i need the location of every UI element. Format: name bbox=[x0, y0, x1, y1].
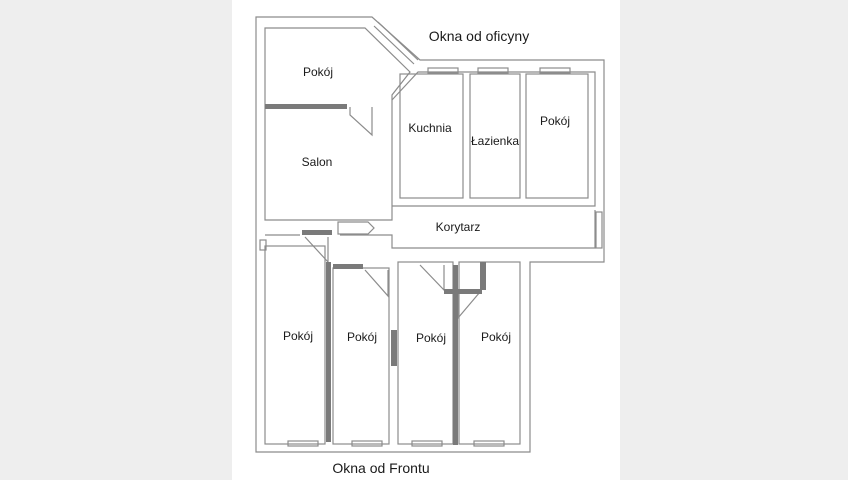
window-bottom-4 bbox=[473, 440, 505, 447]
window-right-side bbox=[595, 211, 603, 249]
room-bottom-1-outline bbox=[264, 245, 326, 445]
room-label-kitchen: Kuchnia bbox=[408, 121, 452, 135]
wall-bottom-divider-2 bbox=[333, 264, 363, 269]
window-bottom-2 bbox=[351, 440, 383, 447]
caption-top: Okna od oficyny bbox=[428, 28, 530, 44]
window-top-2 bbox=[477, 67, 509, 74]
wall-corridor-stub bbox=[302, 230, 332, 235]
kitchen-outline bbox=[399, 73, 464, 199]
wall-bottom-divider-3 bbox=[391, 330, 397, 366]
room-label-bathroom: Łazienka bbox=[470, 134, 520, 148]
room-label-corridor: Korytarz bbox=[435, 220, 481, 234]
window-bottom-1 bbox=[287, 440, 319, 447]
inner-wall-top-rooms bbox=[391, 71, 596, 207]
door-swing-bottom-2 bbox=[364, 269, 389, 298]
wall-bottom-divider-1 bbox=[326, 262, 331, 442]
room-top-right-outline bbox=[525, 73, 589, 199]
door-swing-top-left bbox=[349, 107, 373, 137]
room-label-top-right: Pokój bbox=[539, 114, 571, 128]
window-bottom-3 bbox=[411, 440, 443, 447]
room-label-bottom-3: Pokój bbox=[415, 331, 447, 345]
room-label-salon: Salon bbox=[301, 155, 333, 169]
paper-sheet bbox=[232, 0, 620, 480]
window-top-1 bbox=[427, 67, 459, 74]
window-diagonal-top bbox=[373, 21, 419, 65]
inner-wall-top-left bbox=[264, 27, 411, 221]
room-label-bottom-2: Pokój bbox=[346, 330, 378, 344]
window-top-3 bbox=[539, 67, 571, 74]
wall-salon-top bbox=[265, 104, 347, 109]
room-label-top-left: Pokój bbox=[302, 65, 334, 79]
wall-bottom-divider-4 bbox=[453, 265, 458, 445]
caption-bottom: Okna od Frontu bbox=[332, 460, 430, 476]
room-label-bottom-4: Pokój bbox=[480, 330, 512, 344]
bathroom-outline bbox=[469, 73, 521, 199]
wall-bottom-divider-6 bbox=[444, 289, 482, 294]
room-label-bottom-1: Pokój bbox=[282, 329, 314, 343]
wall-bottom-divider-5 bbox=[480, 262, 486, 290]
entry-door bbox=[337, 221, 375, 235]
window-bottom-left bbox=[259, 239, 267, 251]
room-bottom-4-outline bbox=[458, 261, 521, 445]
corridor-outline bbox=[265, 210, 596, 249]
